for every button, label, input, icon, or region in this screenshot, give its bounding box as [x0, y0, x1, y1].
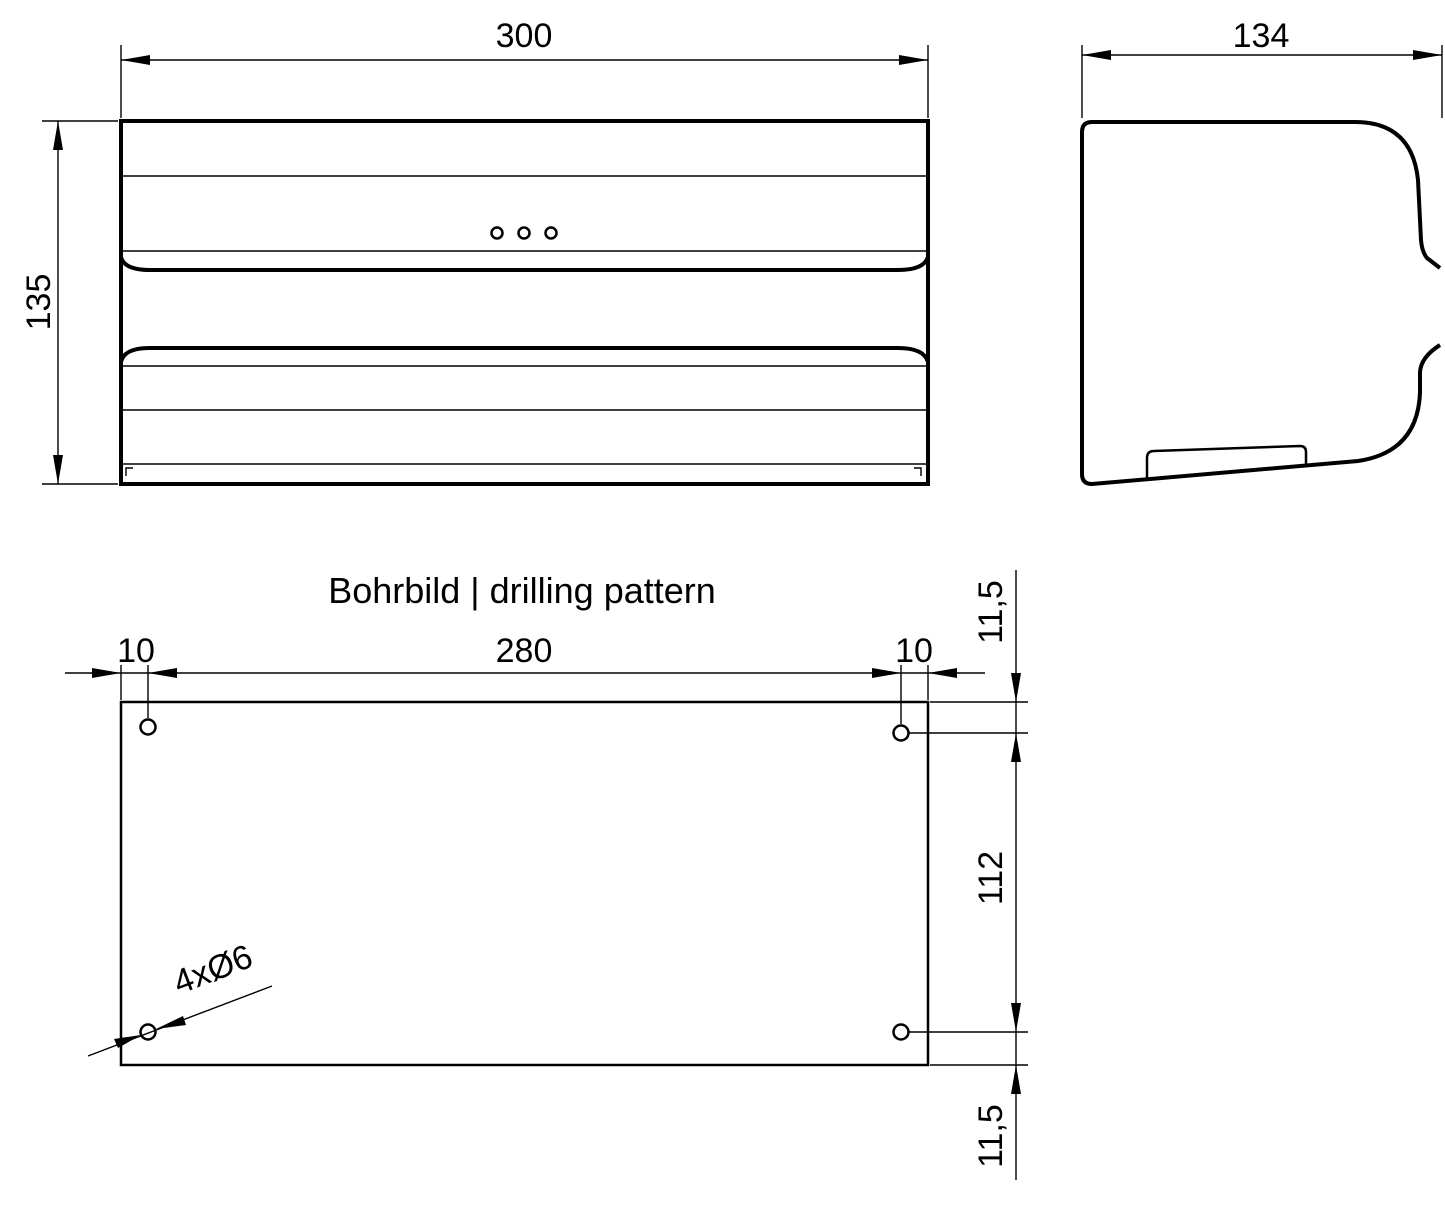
left-offset-label: 10 [117, 632, 155, 670]
arrow-head [928, 668, 957, 678]
front-height-label: 135 [20, 274, 58, 331]
indicator-dot [490, 226, 504, 240]
side-body-outline [1080, 120, 1442, 487]
arrow-head [121, 55, 150, 65]
drill-hole [139, 718, 157, 736]
drill-hole [892, 724, 910, 742]
indicator-dot [544, 226, 558, 240]
side-depth-label: 134 [1233, 17, 1290, 55]
side-tray [1145, 444, 1308, 478]
bottom-offset-label: 11,5 [972, 1104, 1010, 1168]
drill-hole [139, 1023, 157, 1041]
front-lower-lip [119, 346, 930, 363]
arrow-head [1011, 1065, 1021, 1094]
front-view: 300 135 [20, 17, 930, 486]
arrow-head [92, 668, 121, 678]
arrow-head [1011, 673, 1021, 702]
indicator-dot [517, 226, 531, 240]
front-foot-detail [125, 467, 922, 476]
side-view: 134 [1080, 17, 1443, 487]
arrow-head [872, 668, 901, 678]
arrow-head [114, 1035, 141, 1048]
drilling-pattern: Bohrbild | drilling pattern 10 280 10 11… [65, 570, 1028, 1180]
drill-hole [892, 1023, 910, 1041]
arrow-head [53, 455, 63, 484]
arrow-head [899, 55, 928, 65]
arrow-head [53, 121, 63, 150]
arrow-head [156, 1016, 186, 1029]
vertical-spacing-label: 112 [972, 851, 1010, 905]
arrow-head [1011, 733, 1021, 762]
right-offset-label: 10 [895, 632, 933, 670]
top-offset-label: 11,5 [972, 580, 1010, 644]
arrow-head [148, 668, 177, 678]
arrow-head [1011, 1003, 1021, 1032]
hole-callout-label: 4xØ6 [168, 937, 257, 1002]
front-width-label: 300 [496, 17, 553, 55]
arrow-head [1413, 50, 1442, 60]
arrow-head [1082, 50, 1111, 60]
front-body-outline [119, 119, 930, 486]
drilling-pattern-title: Bohrbild | drilling pattern [328, 570, 716, 611]
mounting-plate-outline [119, 700, 930, 1067]
hole-spacing-label: 280 [496, 632, 553, 670]
front-upper-lip [119, 256, 930, 272]
